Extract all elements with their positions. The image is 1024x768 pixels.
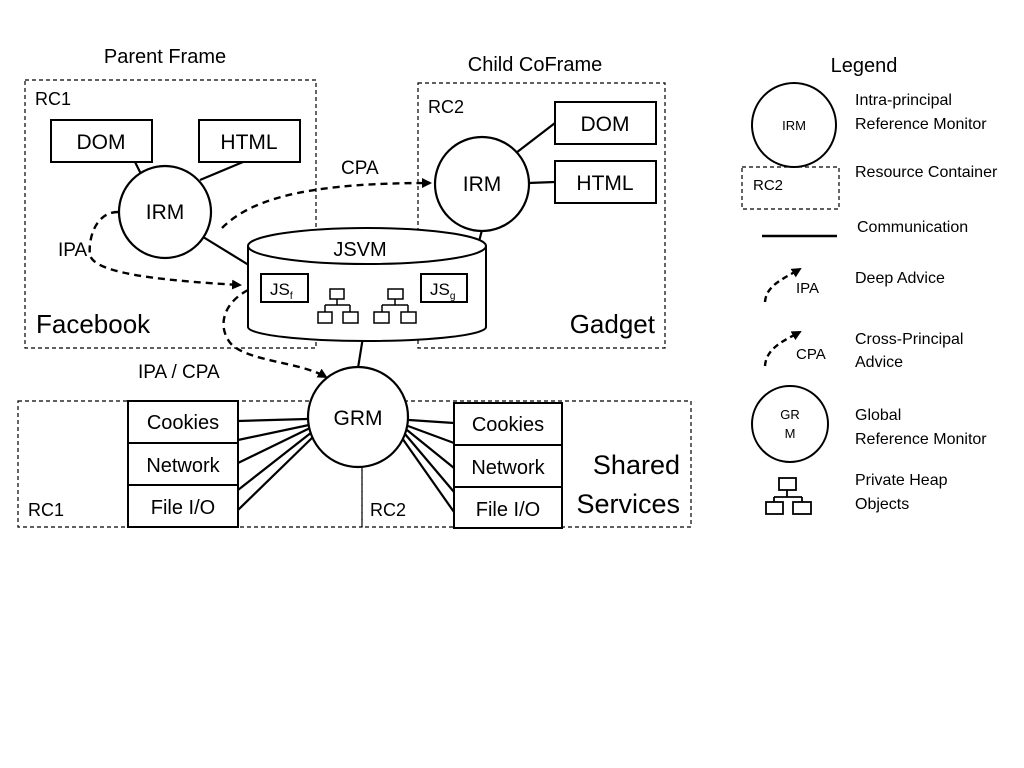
js-f-label: JSf (270, 280, 293, 302)
rc2-network-box (453, 444, 563, 488)
ipa-cpa-label: IPA / CPA (138, 362, 220, 383)
legend-ipa-symbol-label: IPA (796, 280, 819, 297)
rc2-fileio-label: File I/O (476, 499, 540, 521)
legend-cpa-symbol (763, 330, 802, 367)
comm-line-grm-fileio-rc2 (404, 433, 455, 493)
legend-grm-symbol-label-2: M (785, 426, 796, 441)
comm-line-grm-cookies-rc1 (237, 417, 308, 423)
child-html-label: HTML (576, 172, 633, 195)
legend-cpa-text-2: Advice (855, 354, 903, 371)
child-dom-box (554, 101, 657, 145)
rc2-fileio-box (453, 486, 563, 529)
comm-line-grm-cookies-rc2 (408, 418, 455, 425)
comm-line-jsvm-grm (356, 336, 365, 369)
legend-deep-advice-text: Deep Advice (855, 270, 945, 287)
legend-rc-text: Resource Container (855, 164, 998, 181)
legend-cpa-symbol-label: CPA (796, 346, 826, 363)
child-html-box (554, 160, 657, 204)
child-irm-circle (433, 135, 531, 233)
heap-objects-g-icon (373, 288, 417, 324)
child-dom-label: DOM (581, 113, 630, 136)
legend-heap-text-1: Private Heap (855, 472, 948, 489)
shared-rc1-label: RC1 (28, 500, 64, 520)
rc2-services: Cookies Network File I/O (453, 402, 563, 529)
comm-line-grm-fileio-rc2-b (401, 437, 455, 513)
gadget-label: Gadget (570, 309, 656, 339)
legend-irm-text-2: Reference Monitor (855, 116, 987, 133)
shared-services-title-line2: Services (576, 489, 680, 519)
comm-line-grm-fileio-rc1-b (237, 435, 315, 511)
child-frame-rc-label: RC2 (428, 97, 464, 117)
legend-title: Legend (831, 55, 898, 77)
legend: Legend IRM Intra-principal Reference Mon… (741, 55, 998, 515)
rc1-services: Cookies Network File I/O (127, 400, 239, 528)
comm-line-grm-network-rc1 (237, 427, 311, 464)
grm-label: GRM (334, 407, 383, 430)
parent-frame-container (24, 79, 317, 349)
parent-html-box (198, 119, 301, 163)
rc2-cookies-box (453, 402, 563, 446)
rc1-fileio-label: File I/O (151, 497, 215, 519)
rc1-fileio-box (127, 484, 239, 528)
jsvm-label: JSVM (333, 239, 386, 261)
parent-dom-box (50, 119, 153, 163)
legend-irm-symbol-label: IRM (782, 118, 806, 133)
child-irm-label: IRM (463, 173, 502, 196)
heap-objects-f-icon (317, 288, 359, 324)
js-f-box (260, 273, 309, 303)
js-g-label: JSg (430, 280, 455, 302)
comm-line-grm-fileio-rc1 (237, 431, 313, 491)
legend-grm-symbol-label-1: GR (780, 407, 800, 422)
shared-rc2-label: RC2 (370, 500, 406, 520)
cpa-label: CPA (341, 158, 379, 179)
js-g-box (420, 273, 468, 303)
legend-communication-text: Communication (857, 219, 968, 236)
comm-line-grm-cookies-rc2-b (407, 424, 455, 445)
comm-line-dom-irm-child (511, 122, 556, 157)
comm-line-html-irm-child (527, 180, 556, 185)
grm-circle (306, 365, 410, 469)
legend-grm-text-1: Global (855, 407, 901, 424)
parent-irm-label: IRM (146, 201, 185, 224)
ipa-arrow (88, 210, 242, 290)
legend-irm-text-1: Intra-principal (855, 92, 952, 109)
facebook-label: Facebook (36, 309, 151, 339)
shared-services-title-line1: Shared (593, 450, 680, 480)
parent-frame-title: Parent Frame (104, 46, 226, 68)
parent-dom-label: DOM (77, 131, 126, 154)
rc1-cookies-label: Cookies (147, 412, 219, 434)
ipa-label: IPA (58, 240, 88, 261)
rc2-cookies-label: Cookies (472, 414, 544, 436)
legend-heap-objects-icon (765, 477, 812, 515)
legend-cpa-text-1: Cross-Principal (855, 331, 963, 348)
legend-ipa-symbol (763, 267, 802, 303)
parent-html-label: HTML (220, 131, 277, 154)
child-coframe-title: Child CoFrame (468, 54, 602, 76)
ipa-cpa-arrow (222, 288, 328, 379)
rc1-cookies-box (127, 400, 239, 444)
legend-rc-symbol-label: RC2 (753, 177, 783, 194)
cpa-arrow (221, 178, 432, 229)
parent-irm-circle (117, 164, 213, 260)
jsvm-cylinder-top (247, 227, 487, 265)
comm-line-grm-cookies-rc1-b (237, 423, 310, 442)
child-frame-container (417, 82, 666, 349)
rc2-network-label: Network (471, 457, 545, 479)
legend-grm-symbol (751, 385, 829, 463)
rc1-network-box (127, 442, 239, 486)
comm-line-html-irm-parent (199, 160, 244, 182)
rc1-network-label: Network (146, 455, 220, 477)
legend-grm-text-2: Reference Monitor (855, 431, 987, 448)
comm-line-grm-network-rc2 (406, 429, 455, 469)
jsvm-cylinder-body (247, 246, 487, 342)
legend-heap-text-2: Objects (855, 496, 909, 513)
parent-frame-rc-label: RC1 (35, 89, 71, 109)
